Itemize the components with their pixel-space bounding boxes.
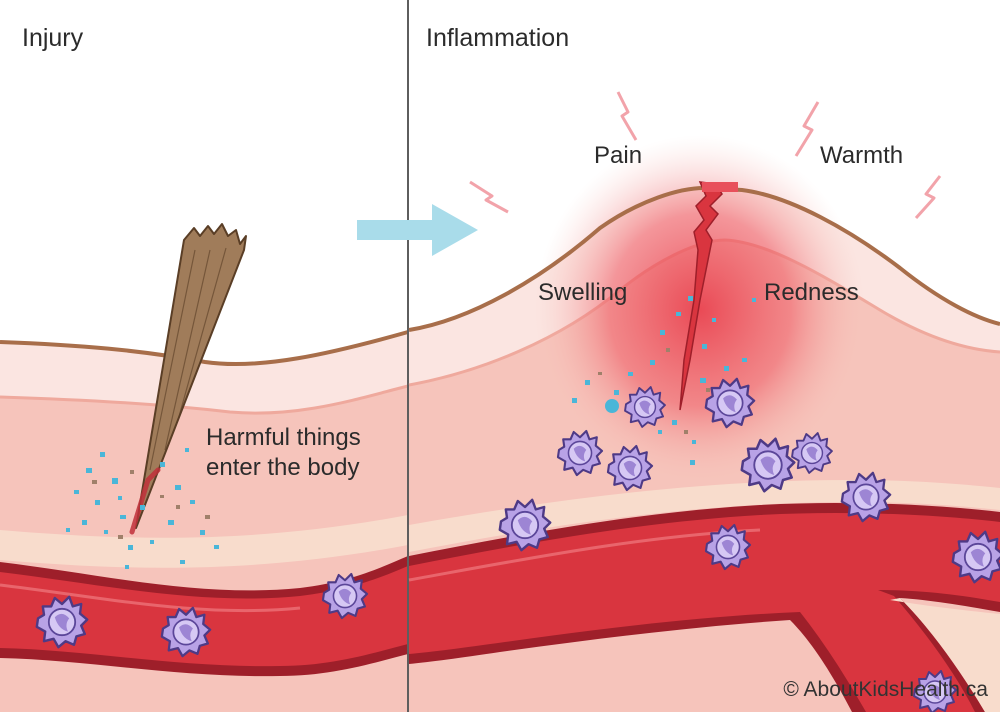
lightning-icon: [469, 91, 638, 214]
harmful-things-callout: Harmful things enter the body: [206, 423, 361, 483]
inflammation-title: Inflammation: [426, 24, 570, 52]
injury-particles: [66, 448, 219, 569]
injury-panel: [0, 223, 409, 712]
warmth-label: Warmth: [820, 142, 904, 169]
inflammation-panel: [408, 91, 1000, 712]
splinter-icon: [129, 223, 247, 535]
injury-debris: [92, 470, 210, 539]
swelling-label: Swelling: [538, 279, 628, 306]
injury-epidermis-line: [0, 384, 409, 415]
wound-icon: [679, 181, 723, 411]
copyright-credit: © AboutKidsHealth.ca: [783, 678, 988, 701]
lightning-icon: [794, 101, 942, 220]
pain-label: Pain: [594, 142, 643, 169]
injury-fat-band: [0, 515, 408, 568]
callout-line-2: enter the body: [206, 454, 360, 481]
redness-label: Redness: [764, 279, 859, 306]
injury-skin-outline: [0, 330, 409, 367]
callout-line-1: Harmful things: [206, 424, 361, 451]
inflamed-blood-vessel: [408, 502, 1000, 712]
redness-glow: [535, 135, 865, 485]
arrow-right-icon: [357, 204, 478, 256]
injury-title: Injury: [22, 24, 84, 52]
inflamed-debris: [598, 348, 710, 434]
